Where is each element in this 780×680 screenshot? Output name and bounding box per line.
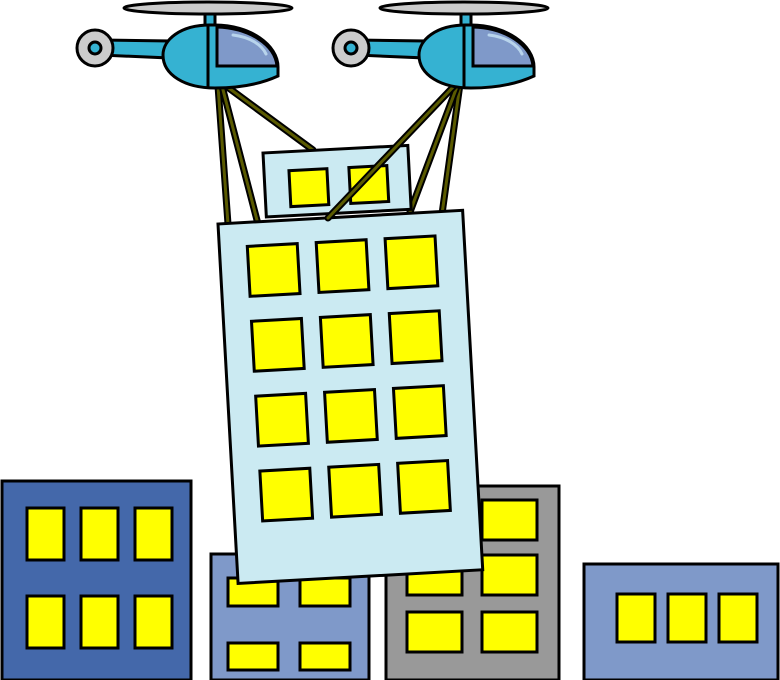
window	[133, 506, 174, 562]
window	[391, 384, 448, 440]
tail-rotor-hub	[343, 40, 359, 56]
ropes	[214, 80, 464, 228]
window	[480, 498, 539, 542]
window	[254, 391, 310, 448]
window	[287, 167, 331, 209]
main-rotor	[378, 0, 550, 16]
window	[314, 238, 371, 295]
window	[717, 592, 759, 644]
window	[79, 506, 120, 562]
window	[226, 641, 280, 672]
rope	[326, 82, 458, 220]
window	[79, 594, 120, 650]
rope	[216, 84, 230, 226]
window	[249, 316, 306, 373]
helicopter	[75, 0, 294, 90]
window	[318, 313, 375, 369]
window	[25, 594, 66, 650]
window	[347, 163, 391, 206]
window	[298, 576, 352, 608]
front-rope	[324, 80, 460, 222]
rope	[440, 82, 462, 216]
window	[133, 594, 174, 650]
window	[480, 610, 539, 654]
main-rotor	[122, 0, 294, 16]
window	[327, 462, 384, 519]
cockpit-icon	[471, 25, 535, 68]
window	[396, 458, 452, 515]
tower-main	[216, 208, 485, 586]
cockpit-glare	[231, 33, 268, 56]
window	[480, 553, 539, 597]
window	[245, 242, 302, 298]
tail-rotor-hub	[87, 40, 103, 56]
helicopter	[331, 0, 550, 90]
window	[387, 309, 444, 366]
window	[322, 387, 379, 444]
rope	[224, 84, 315, 152]
window	[405, 610, 464, 654]
cockpit-icon	[215, 25, 279, 68]
window	[383, 234, 440, 291]
tower-top	[261, 143, 413, 219]
window	[298, 641, 352, 672]
lifted-tower-building	[216, 143, 485, 586]
rope	[408, 82, 460, 214]
window	[25, 506, 66, 562]
window	[666, 592, 708, 644]
rope	[220, 84, 260, 226]
window	[615, 592, 657, 644]
cockpit-glare	[487, 33, 524, 56]
window	[258, 466, 315, 523]
helicopters	[75, 0, 550, 90]
